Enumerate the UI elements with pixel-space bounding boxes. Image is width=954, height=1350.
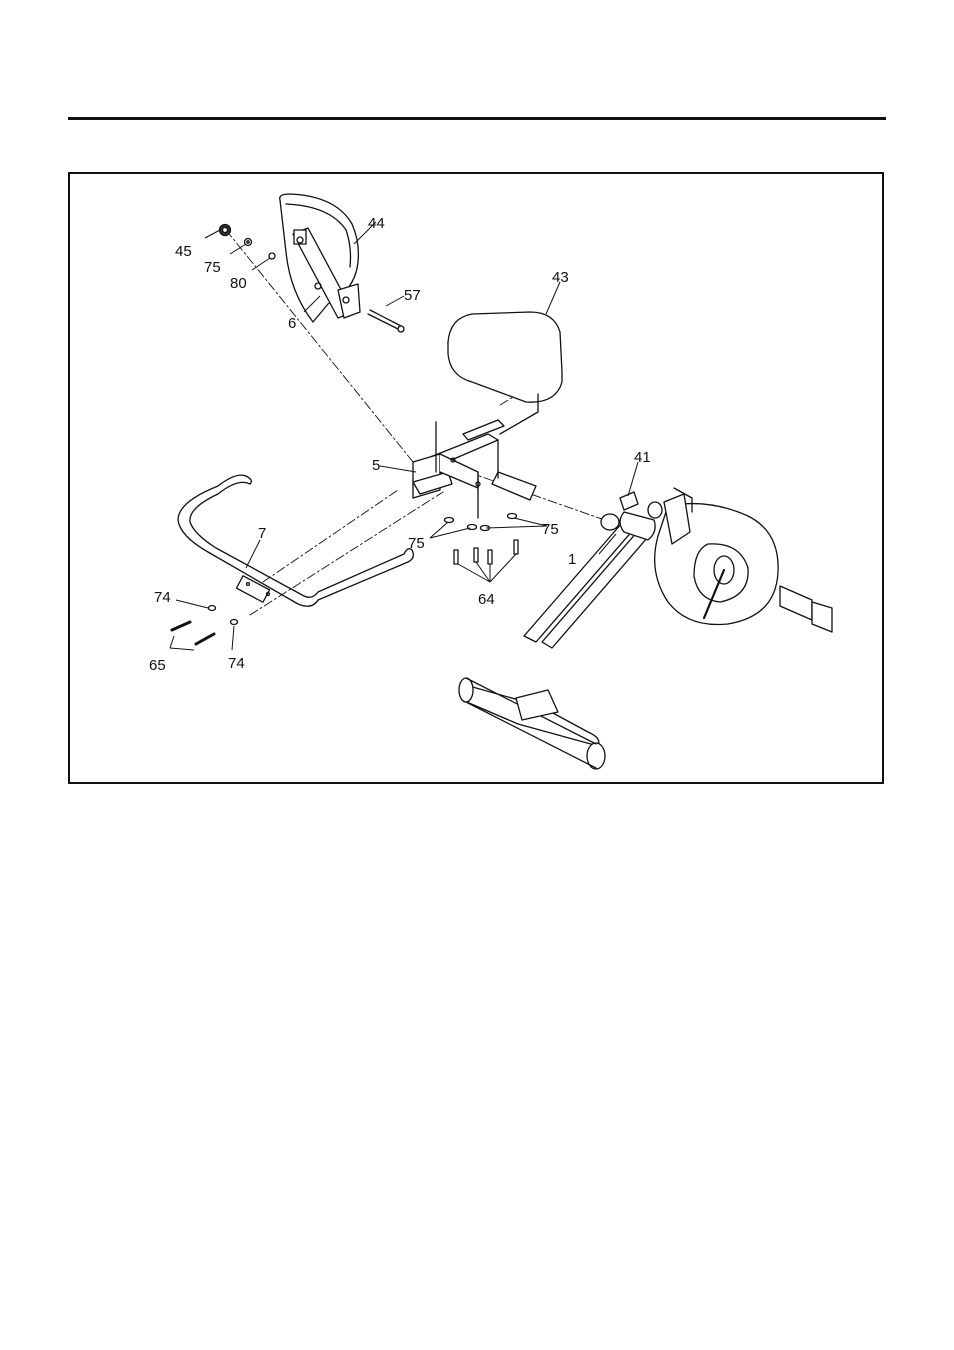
washer-74-upper <box>209 606 216 611</box>
callout-45: 45 <box>175 243 192 260</box>
callout-75-right: 75 <box>542 521 559 538</box>
callout-75-left: 75 <box>408 535 425 552</box>
callout-57: 57 <box>404 287 421 304</box>
seat-43 <box>448 312 562 434</box>
exploded-assembly-diagram: 45 75 80 44 6 57 43 5 41 1 7 74 65 74 75… <box>68 172 884 784</box>
callout-74-lower: 74 <box>228 655 245 672</box>
callout-80: 80 <box>230 275 247 292</box>
washers-75-carriage <box>445 514 517 531</box>
callout-74-upper: 74 <box>154 589 171 606</box>
bolts-65 <box>172 622 214 644</box>
bolt-57 <box>368 310 404 332</box>
callout-65: 65 <box>149 657 166 674</box>
callout-5: 5 <box>372 457 380 474</box>
callout-7: 7 <box>258 525 266 542</box>
main-frame-1 <box>459 488 832 769</box>
callout-41: 41 <box>634 449 651 466</box>
handlebar-7 <box>178 475 413 606</box>
callout-1: 1 <box>568 551 576 568</box>
bolts-64 <box>454 540 518 564</box>
seat-post-assembly-5 <box>413 420 536 518</box>
callout-6: 6 <box>288 315 296 332</box>
callout-75-back: 75 <box>204 259 221 276</box>
header-rule <box>68 117 886 120</box>
diagram-frame: 45 75 80 44 6 57 43 5 41 1 7 74 65 74 75… <box>68 172 884 784</box>
callout-64: 64 <box>478 591 495 608</box>
nut-45 <box>220 225 231 236</box>
callout-44: 44 <box>368 215 385 232</box>
washer-74-lower <box>231 620 238 625</box>
callout-43: 43 <box>552 269 569 286</box>
